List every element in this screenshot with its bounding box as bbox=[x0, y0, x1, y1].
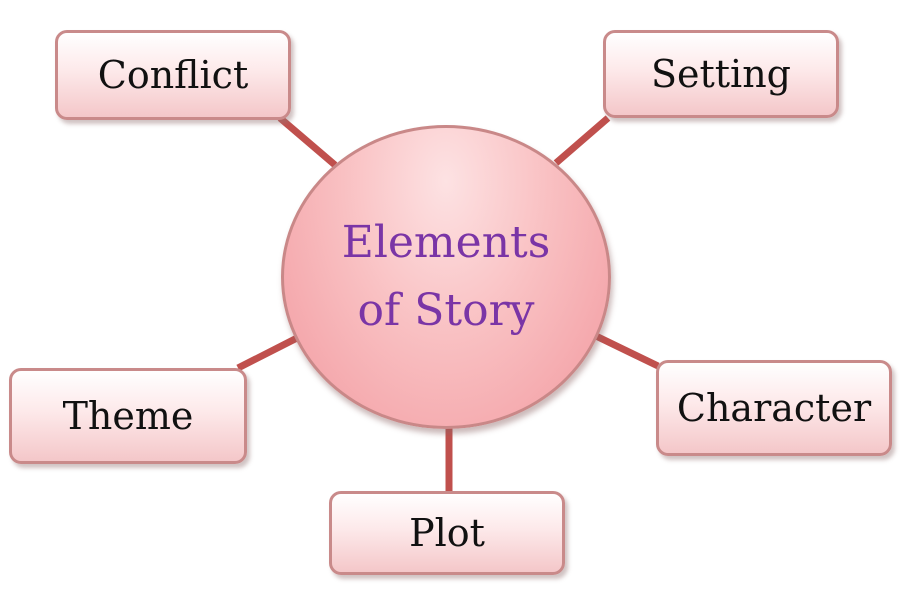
node-setting: Setting bbox=[603, 30, 839, 118]
connector-character bbox=[594, 332, 660, 370]
center-title-line-2: of Story bbox=[357, 285, 535, 336]
connector-conflict bbox=[277, 115, 338, 168]
center-circle: Elements of Story bbox=[281, 125, 611, 429]
center-title-line-1: Elements bbox=[341, 217, 551, 268]
node-conflict: Conflict bbox=[55, 30, 291, 120]
connector-setting bbox=[553, 115, 611, 166]
connector-theme bbox=[236, 334, 299, 372]
node-label-theme: Theme bbox=[62, 394, 194, 438]
node-label-plot: Plot bbox=[409, 511, 485, 555]
node-plot: Plot bbox=[329, 491, 565, 575]
node-label-conflict: Conflict bbox=[97, 53, 249, 97]
node-character: Character bbox=[656, 360, 892, 456]
node-theme: Theme bbox=[9, 368, 247, 464]
node-label-setting: Setting bbox=[650, 52, 791, 96]
node-label-character: Character bbox=[676, 386, 872, 430]
